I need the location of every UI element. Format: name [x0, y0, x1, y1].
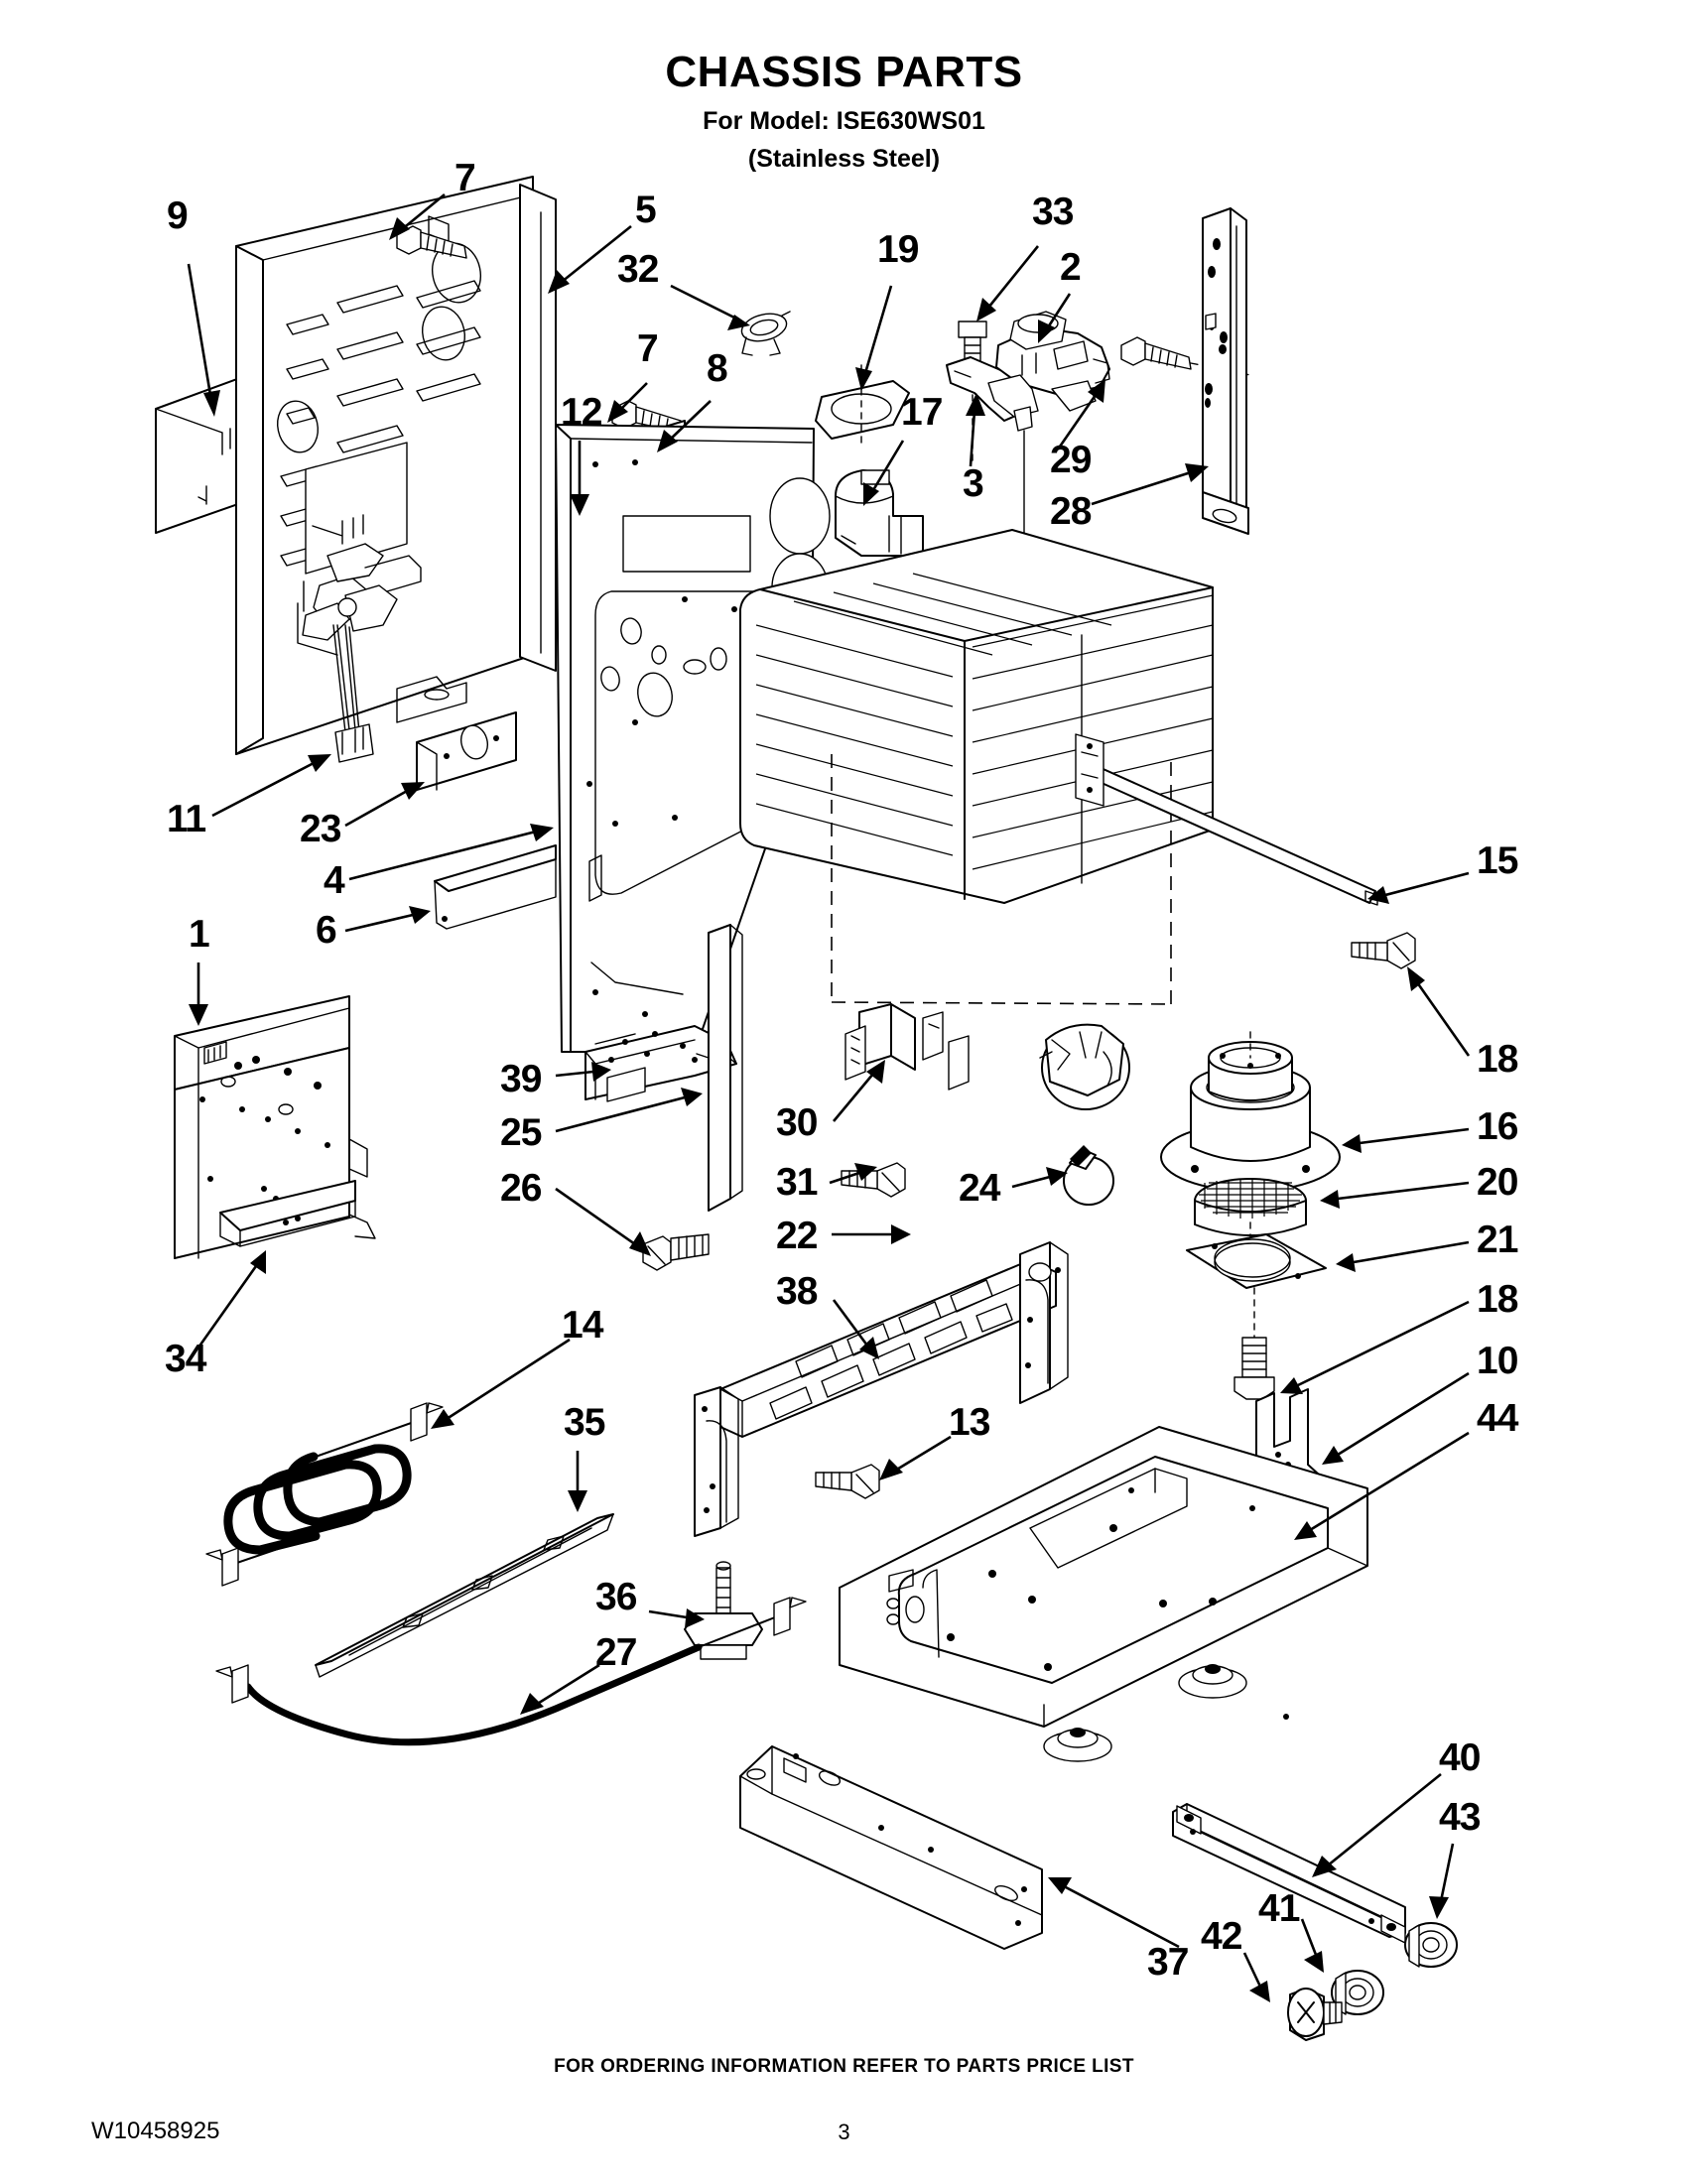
part-front-base-rail [739, 1745, 1043, 1950]
part-cooling-fan-harness [297, 543, 422, 763]
callout-14: 14 [562, 1304, 603, 1347]
part-slotted-hex-screw-18a [1351, 932, 1416, 969]
leader-lines [187, 193, 1471, 2002]
part-wire-clamp [740, 311, 791, 356]
callout-19: 19 [877, 228, 919, 271]
callout-5: 5 [635, 189, 657, 231]
part-vent-tube [835, 469, 924, 557]
callout-39: 39 [500, 1058, 542, 1100]
callout-2: 2 [1060, 246, 1082, 289]
part-broil-element [215, 1597, 807, 1746]
part-oven-cavity [739, 529, 1214, 1005]
callout-37: 37 [1147, 1941, 1189, 1984]
part-vent-gasket [815, 364, 910, 450]
part-lower-rear-trim [219, 1180, 376, 1247]
part-leveling-leg [684, 1561, 763, 1660]
callout-17: 17 [901, 391, 943, 434]
part-trim-strip [434, 844, 557, 930]
part-roller-wheel-43 [1404, 1922, 1458, 1968]
part-bake-element [205, 1402, 444, 1587]
callout-30: 30 [776, 1101, 818, 1144]
callout-11: 11 [167, 798, 206, 840]
part-fan-shroud [416, 711, 517, 791]
page-number: 3 [838, 2120, 850, 2144]
callout-31: 31 [776, 1161, 818, 1204]
callout-32: 32 [617, 248, 659, 291]
part-blower-filter [1194, 1178, 1307, 1247]
callout-13: 13 [949, 1401, 990, 1444]
part-hex-head-screw-7a [396, 225, 467, 259]
callout-18-upper: 18 [1477, 1038, 1518, 1081]
callout-1: 1 [189, 913, 210, 956]
callout-44: 44 [1477, 1397, 1518, 1440]
part-blower-housing [1160, 1031, 1341, 1192]
callout-20: 20 [1477, 1161, 1518, 1204]
part-hex-screw-26 [642, 1233, 710, 1271]
callout-24: 24 [959, 1167, 1000, 1210]
part-slotted-hex-screw-13 [815, 1464, 880, 1499]
part-back-panel [235, 176, 557, 755]
part-support-rod [1075, 733, 1378, 906]
callout-25: 25 [500, 1111, 542, 1154]
callout-9: 9 [167, 194, 189, 237]
callout-23: 23 [300, 808, 341, 850]
callout-6: 6 [316, 909, 337, 952]
callout-15: 15 [1477, 839, 1518, 882]
callout-28: 28 [1050, 490, 1092, 533]
part-right-front-frame-rail [1202, 207, 1249, 535]
callout-35: 35 [564, 1401, 605, 1444]
part-side-support-bracket [708, 924, 743, 1212]
part-roller-wheel-41 [1331, 1970, 1384, 2015]
callout-7-top: 7 [454, 157, 476, 199]
finish-line: (Stainless Steel) [747, 145, 941, 173]
callout-21: 21 [1477, 1219, 1518, 1261]
callout-29: 29 [1050, 439, 1092, 481]
callout-27: 27 [595, 1631, 637, 1674]
model-line: For Model: ISE630WS01 [703, 107, 985, 135]
part-door-hinge-receiver [844, 1003, 970, 1091]
part-drawer-slide-rail [1172, 1803, 1406, 1944]
part-front-frame-panel [694, 1241, 1069, 1537]
callout-34: 34 [165, 1338, 206, 1380]
page-title: CHASSIS PARTS [665, 48, 1023, 96]
part-oven-light-bulb [1063, 1145, 1114, 1206]
callout-33: 33 [1032, 191, 1074, 233]
part-blower-mounting-plate [1186, 1233, 1327, 1341]
callout-38: 38 [776, 1270, 818, 1313]
callout-4: 4 [324, 859, 345, 902]
callout-40: 40 [1439, 1736, 1481, 1779]
part-light-socket [1039, 1023, 1130, 1110]
callout-36: 36 [595, 1576, 637, 1618]
callout-26: 26 [500, 1167, 542, 1210]
part-bottom-bracket [584, 1025, 737, 1102]
callout-12: 12 [561, 391, 602, 434]
callout-7-mid: 7 [637, 327, 659, 370]
publication-number: W10458925 [91, 2118, 220, 2144]
callout-10: 10 [1477, 1340, 1518, 1382]
part-slotted-hex-screw-18b [1234, 1337, 1275, 1400]
callout-22: 22 [776, 1215, 818, 1257]
callout-43: 43 [1439, 1796, 1481, 1839]
callout-42: 42 [1201, 1915, 1242, 1958]
callout-41: 41 [1258, 1887, 1300, 1930]
callout-16: 16 [1477, 1105, 1518, 1148]
callout-8: 8 [707, 347, 728, 390]
callout-3: 3 [963, 462, 984, 505]
callout-18-lower: 18 [1477, 1278, 1518, 1321]
part-phillips-screw-42 [1287, 1988, 1343, 2041]
ordering-information-note: FOR ORDERING INFORMATION REFER TO PARTS … [554, 2056, 1134, 2077]
part-bottom-base-pan [839, 1426, 1368, 1762]
part-element-support-rail [315, 1513, 614, 1678]
